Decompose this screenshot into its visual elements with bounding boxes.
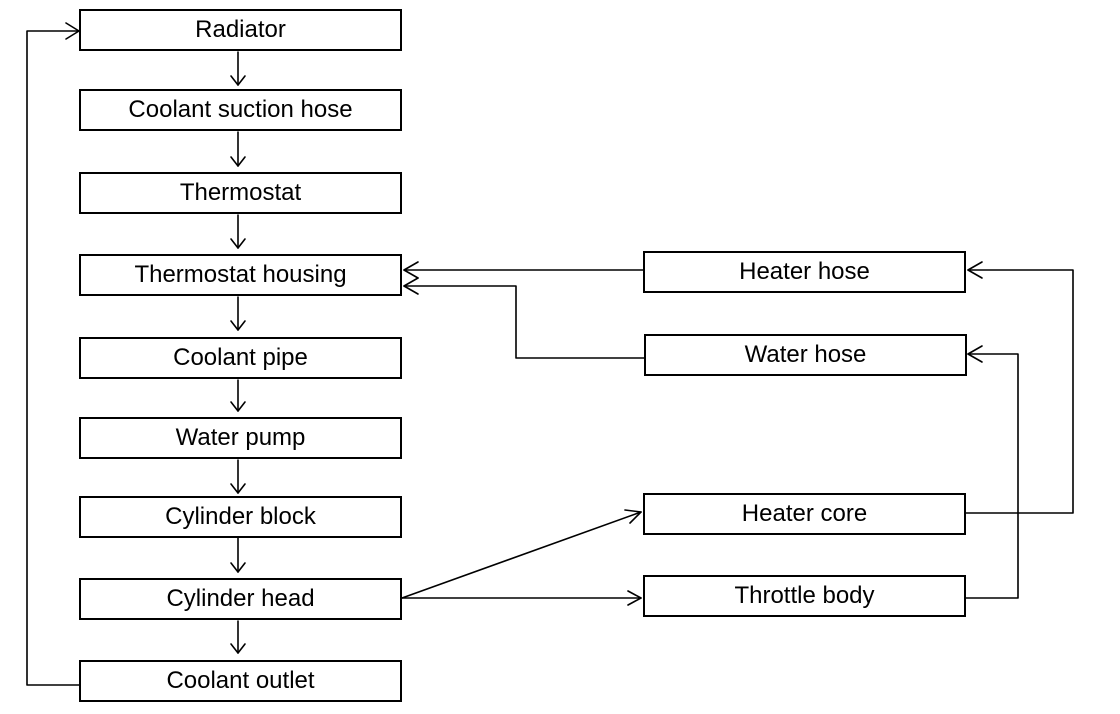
arrow-cylinder-head-to-throttle-body xyxy=(401,590,642,606)
node-water-pump: Water pump xyxy=(79,417,402,459)
node-coolant-outlet: Coolant outlet xyxy=(79,660,402,702)
arrow-thermostat-to-housing xyxy=(230,214,246,249)
node-throttle-body: Throttle body xyxy=(643,575,966,617)
arrow-heater-hose-to-thermostat-housing xyxy=(403,261,644,279)
node-cylinder-block: Cylinder block xyxy=(79,496,402,538)
arrow-water-hose-to-thermostat-housing xyxy=(403,277,645,359)
arrow-coolant-pipe-to-water-pump xyxy=(230,379,246,412)
node-radiator: Radiator xyxy=(79,9,402,51)
arrow-housing-to-coolant-pipe xyxy=(230,296,246,331)
arrow-radiator-to-suction-hose xyxy=(230,51,246,86)
node-heater-core: Heater core xyxy=(643,493,966,535)
node-coolant-suction-hose: Coolant suction hose xyxy=(79,89,402,131)
arrow-cylinder-head-to-coolant-outlet xyxy=(230,620,246,654)
node-thermostat-housing: Thermostat housing xyxy=(79,254,402,296)
arrow-throttle-body-to-water-hose xyxy=(965,345,1019,599)
node-thermostat: Thermostat xyxy=(79,172,402,214)
arrow-coolant-outlet-to-radiator xyxy=(26,22,80,686)
arrow-cylinder-block-to-cylinder-head xyxy=(230,537,246,573)
node-cylinder-head: Cylinder head xyxy=(79,578,402,620)
arrow-suction-hose-to-thermostat xyxy=(230,131,246,167)
arrow-water-pump-to-cylinder-block xyxy=(230,459,246,494)
node-water-hose: Water hose xyxy=(644,334,967,376)
node-heater-hose: Heater hose xyxy=(643,251,966,293)
arrow-heater-core-to-heater-hose xyxy=(965,261,1074,514)
node-coolant-pipe: Coolant pipe xyxy=(79,337,402,379)
arrow-cylinder-head-to-heater-core xyxy=(401,509,642,599)
